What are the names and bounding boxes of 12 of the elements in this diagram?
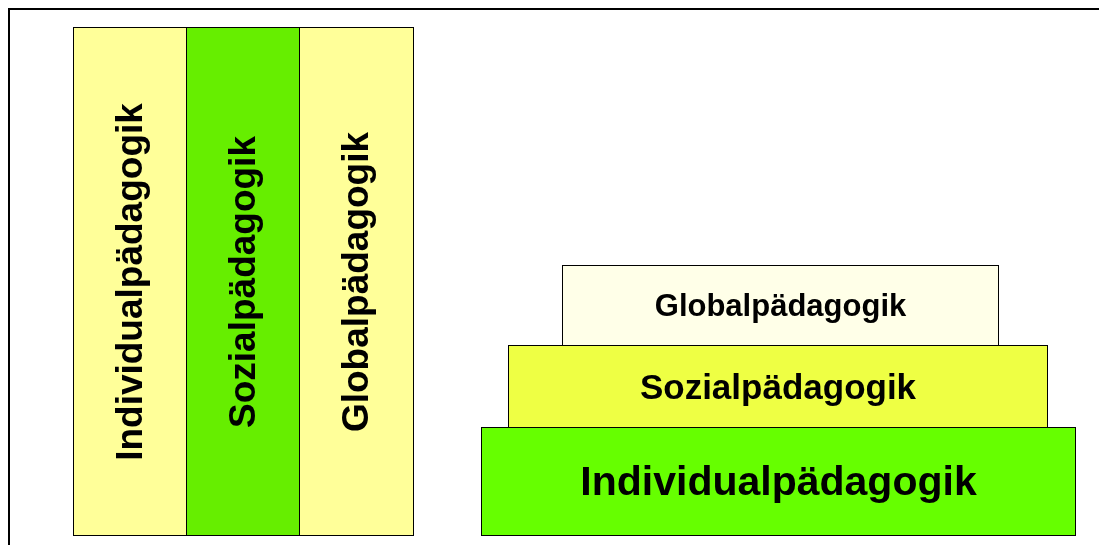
- stacked-layer-box: [508, 345, 1048, 428]
- column-band: [186, 27, 300, 536]
- band-label: Individualpädagogik: [580, 458, 977, 505]
- band-label: Individualpädagogik: [109, 102, 151, 461]
- column-band: [73, 27, 187, 536]
- stacked-layer-box: [481, 427, 1076, 536]
- band-label: Sozialpädagogik: [222, 135, 264, 428]
- column-band: [299, 27, 414, 536]
- stacked-layer-box: [562, 265, 999, 346]
- band-label: Sozialpädagogik: [639, 366, 917, 407]
- band-label: Globalpädagogik: [654, 287, 907, 324]
- band-label: Globalpädagogik: [335, 131, 378, 432]
